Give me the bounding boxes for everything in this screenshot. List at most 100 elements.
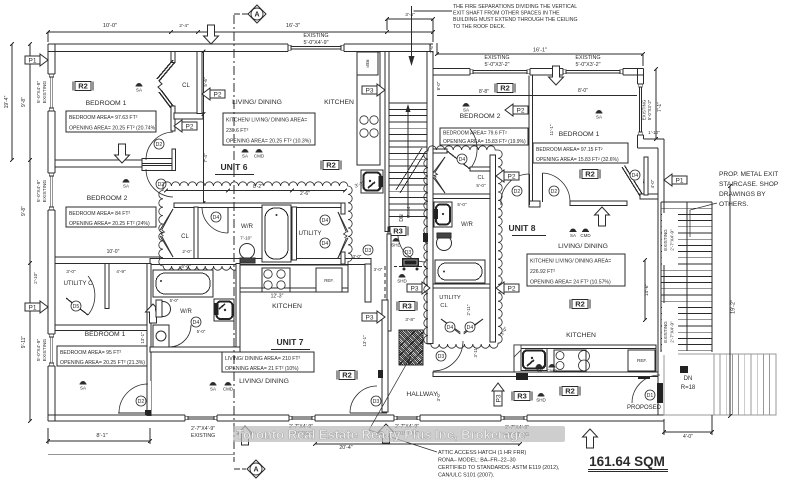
svg-text:LIVING/ DINING: LIVING/ DINING	[239, 378, 289, 385]
svg-text:SA: SA	[210, 387, 216, 392]
svg-text:THE FIRE SEPARATIONS DIVIDING: THE FIRE SEPARATIONS DIVIDING THE VERTIC…	[453, 4, 577, 10]
svg-text:4'-9": 4'-9"	[116, 269, 126, 275]
svg-text:6'-0": 6'-0"	[181, 264, 191, 269]
svg-text:13'-1": 13'-1"	[140, 332, 145, 344]
svg-text:OPENING AREA= 24 FT² (10.57%): OPENING AREA= 24 FT² (10.57%)	[530, 280, 611, 286]
svg-text:D4: D4	[213, 215, 220, 221]
svg-text:OPENING AREA= 20.25 FT² (21.3: OPENING AREA= 20.25 FT² (21.3%)	[60, 360, 145, 366]
svg-text:CAN/ULC S101 (2007).: CAN/ULC S101 (2007).	[438, 473, 494, 479]
svg-text:R3: R3	[517, 392, 527, 401]
svg-text:SA: SA	[80, 386, 86, 391]
svg-text:TO THE ROOF DECK.: TO THE ROOF DECK.	[453, 24, 506, 30]
svg-text:DN: DN	[684, 376, 693, 382]
svg-text:8'-8": 8'-8"	[479, 89, 489, 95]
svg-text:5'-6": 5'-6"	[203, 77, 208, 87]
svg-text:W/R: W/R	[180, 309, 192, 315]
svg-text:226.92 FT²: 226.92 FT²	[530, 269, 555, 275]
svg-text:9'-8": 9'-8"	[21, 97, 27, 107]
svg-text:UTILITY: UTILITY	[298, 230, 321, 237]
svg-text:KITCHEN/ LIVING/ DINING AREA=: KITCHEN/ LIVING/ DINING AREA=	[530, 258, 611, 264]
svg-text:STAIRCASE. SHOP: STAIRCASE. SHOP	[719, 181, 779, 188]
svg-text:BEDROOM 1: BEDROOM 1	[559, 131, 600, 138]
svg-text:RONA– MODEL: BA–FR–22–30: RONA– MODEL: BA–FR–22–30	[438, 458, 516, 464]
svg-text:3'-0": 3'-0"	[66, 269, 76, 275]
svg-text:P2: P2	[517, 107, 525, 114]
svg-text:16'-1": 16'-1"	[533, 48, 547, 54]
svg-text:D3: D3	[438, 354, 445, 360]
svg-text:DN: DN	[399, 214, 405, 222]
svg-text:8'-1": 8'-1"	[96, 433, 107, 439]
svg-text:3'-0": 3'-0"	[499, 326, 509, 337]
svg-text:SA: SA	[242, 154, 248, 159]
svg-text:D1: D1	[647, 393, 654, 399]
svg-text:P2: P2	[214, 91, 222, 98]
svg-text:KITCHEN: KITCHEN	[272, 303, 302, 310]
svg-text:UNIT 6: UNIT 6	[221, 162, 248, 172]
svg-text:HALLWAY: HALLWAY	[406, 391, 438, 398]
svg-text:PROP. METAL EXIT: PROP. METAL EXIT	[719, 171, 778, 178]
svg-text:OPENING AREA= 20.25 FT² (10.3: OPENING AREA= 20.25 FT² (10.3%)	[226, 139, 311, 145]
svg-text:D2: D2	[158, 182, 165, 188]
svg-text:CL: CL	[181, 234, 189, 240]
svg-text:R2: R2	[500, 84, 510, 93]
svg-text:Toronto Real Estate Realty Plu: Toronto Real Estate Realty Plus Inc, Bro…	[236, 427, 525, 442]
svg-text:2'-11": 2'-11"	[466, 304, 471, 315]
svg-text:3'-0": 3'-0"	[436, 392, 441, 401]
svg-text:ATTIC ACCESS HATCH (1 HR FRR): ATTIC ACCESS HATCH (1 HR FRR)	[438, 450, 526, 456]
svg-text:EXISTING: EXISTING	[303, 33, 328, 39]
svg-text:D2: D2	[514, 189, 521, 195]
svg-text:5'-0": 5'-0"	[197, 329, 206, 334]
svg-text:PROPOSED: PROPOSED	[627, 405, 662, 411]
svg-text:W/R: W/R	[461, 222, 473, 228]
svg-text:2'-6": 2'-6"	[429, 44, 434, 53]
svg-text:D4: D4	[322, 241, 329, 247]
svg-text:CMD: CMD	[254, 154, 265, 159]
svg-text:EXISTING: EXISTING	[484, 55, 509, 61]
svg-text:5'-0"X3'-2": 5'-0"X3'-2"	[484, 62, 509, 68]
svg-text:CMD: CMD	[580, 233, 591, 238]
svg-text:P1: P1	[676, 177, 684, 184]
svg-text:REF.: REF.	[637, 358, 647, 363]
svg-text:CERTIFIED TO STANDARDS: ASTM E: CERTIFIED TO STANDARDS: ASTM E119 (2012)…	[438, 465, 560, 471]
svg-text:R2: R2	[78, 82, 88, 91]
svg-text:13'-1": 13'-1"	[362, 335, 367, 347]
svg-text:5'-0"X4'-9": 5'-0"X4'-9"	[36, 339, 42, 362]
svg-text:DRAWINGS BY: DRAWINGS BY	[719, 191, 766, 198]
svg-text:REF.: REF.	[365, 59, 370, 68]
svg-text:D4: D4	[459, 157, 466, 163]
svg-text:P3: P3	[366, 314, 374, 321]
svg-text:20'-4": 20'-4"	[339, 445, 352, 451]
svg-text:9'-11": 9'-11"	[21, 336, 27, 349]
svg-text:SA: SA	[463, 108, 469, 113]
svg-text:BEDROOM AREA= 79.6 FT²: BEDROOM AREA= 79.6 FT²	[443, 131, 507, 137]
svg-text:W/R: W/R	[241, 223, 254, 230]
svg-text:EXISTING: EXISTING	[663, 321, 668, 343]
svg-text:EXISTING: EXISTING	[642, 99, 647, 120]
svg-text:19'-4": 19'-4"	[4, 95, 10, 108]
svg-text:EXISTING: EXISTING	[42, 339, 48, 362]
svg-text:D2: D2	[138, 399, 145, 405]
svg-text:D4: D4	[632, 173, 639, 179]
svg-text:UTILITY C: UTILITY C	[63, 280, 93, 287]
svg-text:CL: CL	[477, 175, 484, 181]
svg-text:SA: SA	[536, 369, 542, 374]
svg-text:D4: D4	[193, 320, 200, 326]
svg-text:OPENING AREA= 21 FT² (10%): OPENING AREA= 21 FT² (10%)	[225, 366, 299, 372]
svg-text:UNIT 7: UNIT 7	[277, 337, 304, 347]
svg-text:EXIT SHAFT FROM OTHER SPACES I: EXIT SHAFT FROM OTHER SPACES IN THE	[453, 11, 560, 17]
svg-text:SA: SA	[570, 233, 576, 238]
svg-text:3'-0": 3'-0"	[374, 267, 383, 272]
svg-text:P3: P3	[366, 87, 374, 94]
svg-text:D3: D3	[365, 248, 372, 254]
svg-text:D4: D4	[467, 325, 474, 331]
svg-text:10'-0": 10'-0"	[107, 249, 120, 255]
svg-text:P2: P2	[508, 285, 516, 292]
svg-text:10'-0": 10'-0"	[103, 23, 117, 29]
svg-text:2'-10": 2'-10"	[33, 272, 38, 284]
svg-text:OPENING AREA= 15.83 FT² (32.6: OPENING AREA= 15.83 FT² (32.6%)	[536, 157, 619, 163]
svg-text:SA: SA	[596, 115, 602, 120]
svg-text:2'-0": 2'-0"	[182, 249, 192, 254]
svg-text:CL: CL	[182, 83, 190, 89]
svg-text:D4: D4	[447, 325, 454, 331]
svg-text:SHD: SHD	[536, 398, 546, 403]
